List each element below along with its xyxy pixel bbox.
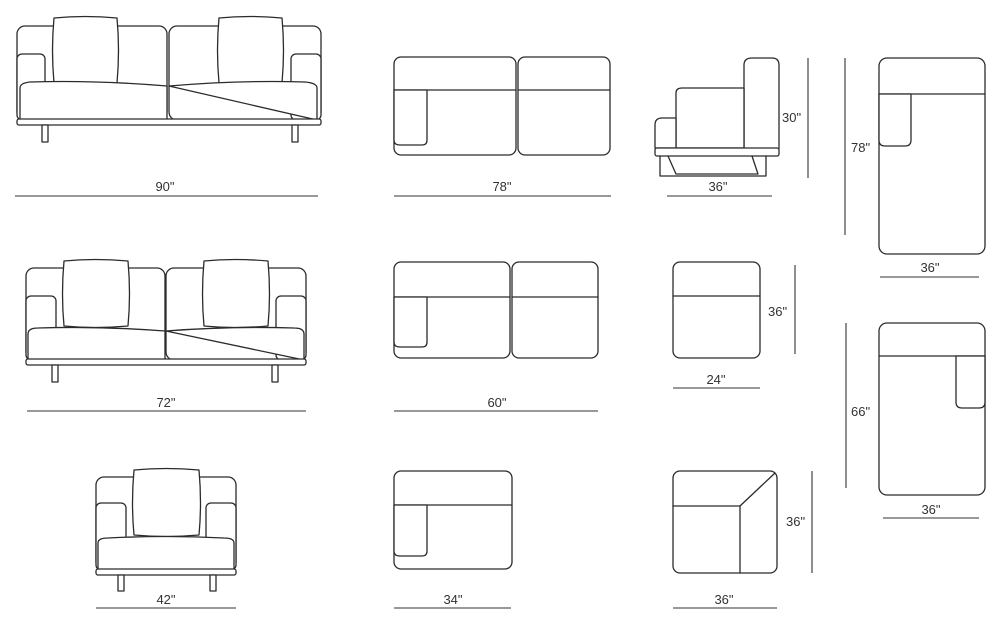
dim-label-chaise-78-width: 36" (920, 260, 939, 275)
dim-label-90: 90" (155, 179, 174, 194)
dim-label-armless-width: 24" (706, 372, 725, 387)
dim-label-78: 78" (492, 179, 511, 194)
corner-top-view (672, 470, 778, 574)
dim-label-side-height: 30" (782, 110, 801, 125)
dim-label-72: 72" (156, 395, 175, 410)
dim-label-side-depth: 36" (708, 179, 727, 194)
plan-78-top-view (393, 56, 611, 156)
dim-label-34: 34" (443, 592, 462, 607)
dim-label-chaise-78-length: 78" (851, 140, 870, 155)
plan-60-top-view (393, 261, 599, 359)
dim-label-corner-depth: 36" (786, 514, 805, 529)
side-view (654, 57, 780, 177)
sofa-72-front-view (25, 258, 307, 383)
sofa-90-front-view (16, 15, 322, 143)
dim-label-corner-width: 36" (714, 592, 733, 607)
chaise-66-top-view (878, 322, 986, 496)
armless-top-view (672, 261, 761, 359)
dim-label-chaise-66-length: 66" (851, 404, 870, 419)
plan-34-top-view (393, 470, 513, 570)
dim-label-chaise-66-width: 36" (921, 502, 940, 517)
dim-label-60: 60" (487, 395, 506, 410)
dim-label-armless-depth: 36" (768, 304, 787, 319)
dim-label-42: 42" (156, 592, 175, 607)
chair-42-front-view (95, 467, 237, 592)
chaise-78-top-view (878, 57, 986, 255)
